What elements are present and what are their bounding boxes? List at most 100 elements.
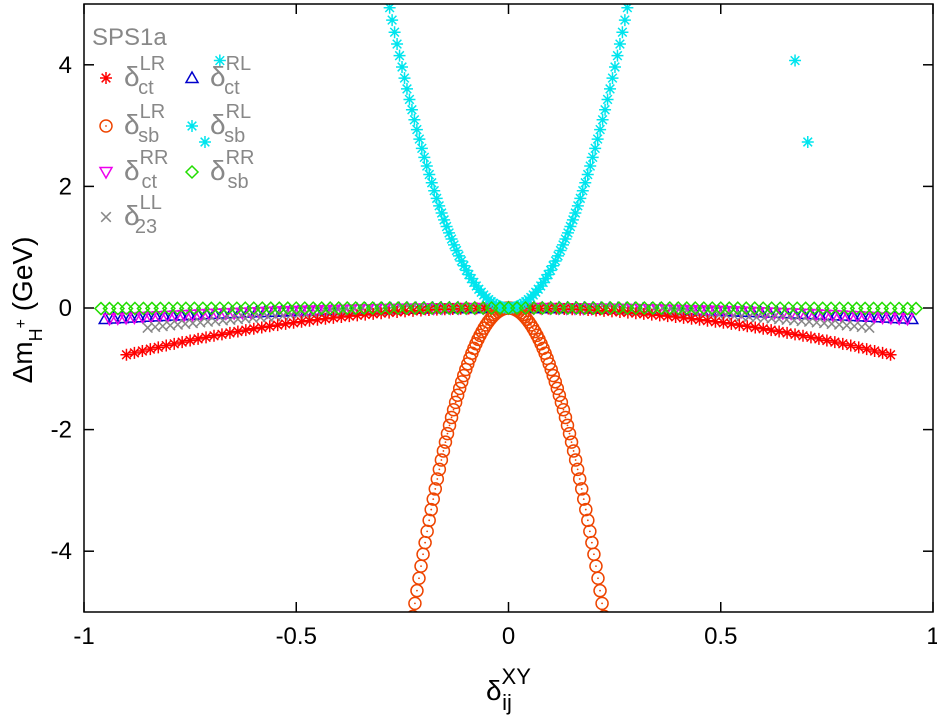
point-ct-rr	[808, 309, 824, 322]
point-sb-lr	[579, 502, 593, 517]
legend-marker-sb-rl	[186, 120, 198, 132]
point-ct-rr	[160, 310, 175, 324]
point-ct-lr	[343, 310, 356, 323]
point-sb-rl	[452, 249, 465, 262]
point-ct-lr	[327, 311, 340, 324]
point-ct-rr	[168, 310, 184, 323]
point-ct-lr	[860, 343, 873, 356]
point-sb-lr	[593, 583, 607, 598]
point-ct-lr	[836, 337, 849, 350]
point-ct-rl	[845, 308, 861, 322]
point-sb-rl	[425, 176, 438, 189]
point-sb-lr	[442, 418, 457, 433]
point-sb-rl	[599, 103, 612, 116]
point-ct-rr	[800, 308, 816, 322]
point-ct-lr	[152, 341, 165, 354]
point-ct-lr	[247, 322, 260, 335]
point-sb-rl	[440, 220, 453, 233]
point-sb-rl	[579, 176, 592, 189]
point-sb-rl	[574, 192, 587, 205]
legend-marker-ct-rr	[98, 166, 114, 180]
point-sb-lr	[422, 513, 436, 528]
point-ct-lr	[192, 332, 205, 345]
legend-title: SPS1a	[92, 24, 167, 51]
point-sb-rl	[413, 133, 426, 146]
point-sb-lr	[560, 418, 575, 433]
point-sb-rl	[606, 72, 619, 85]
point-sb-rl	[430, 192, 443, 205]
point-ct-lr	[717, 316, 730, 329]
point-ct-rl	[870, 309, 886, 323]
point-sb-rl	[542, 268, 555, 281]
point-sb-rl	[561, 226, 574, 239]
point-sb-rl	[586, 151, 599, 164]
point-sb-rl	[460, 264, 473, 277]
point-ct-lr	[876, 346, 889, 359]
point-ct-lr	[144, 343, 157, 356]
point-sb-lr	[574, 482, 589, 496]
point-sb-rl	[393, 49, 406, 62]
legend-marker-ct-rl	[184, 70, 200, 84]
point-sb-rl	[509, 300, 522, 313]
point-ct-lr	[812, 332, 825, 345]
point-sb-rl	[591, 133, 604, 146]
point-ct-lr	[669, 310, 682, 323]
point-sb-lr	[558, 410, 573, 425]
point-ct-lr	[136, 344, 149, 357]
point-sb-rl	[465, 272, 478, 285]
point-ct-rr	[135, 311, 151, 325]
point-ct-rl	[106, 311, 121, 324]
point-ct-lr	[359, 308, 372, 321]
point-sb-lr	[524, 318, 538, 332]
point-sb-lr	[434, 453, 449, 467]
point-sb-lr	[554, 395, 569, 410]
point-ct-lr	[303, 314, 316, 327]
point-sb-rl	[569, 206, 582, 219]
point-sb-rl	[552, 249, 565, 262]
point-sb-rl	[611, 49, 624, 62]
y-tick-label: 0	[59, 295, 72, 322]
point-sb-rl	[547, 259, 560, 272]
point-sb-rl	[564, 220, 577, 233]
point-sb-rl	[455, 254, 468, 267]
point-sb-lr	[562, 426, 577, 441]
point-ct-rr	[866, 311, 882, 325]
point-sb-lr	[426, 492, 440, 506]
point-sb-rl	[604, 82, 617, 95]
point-ct-rr	[850, 310, 865, 324]
point-sb-rl	[423, 168, 436, 181]
point-sb-lr	[583, 524, 597, 539]
point-sb-rl	[544, 264, 557, 277]
point-ct-lr	[828, 336, 841, 349]
point-sb-rl	[554, 244, 567, 257]
point-ct-rr	[201, 308, 217, 322]
point-sb-rl	[448, 238, 461, 251]
point-sb-rl	[198, 136, 211, 149]
point-ct-lr	[287, 316, 300, 329]
point-ct-lr	[709, 315, 722, 328]
point-ct-rl	[148, 308, 163, 322]
point-ct-lr	[319, 312, 332, 325]
point-ct-lr	[804, 331, 817, 344]
point-sb-lr	[420, 524, 434, 539]
point-ct-lr	[271, 319, 284, 332]
point-sb-lr	[412, 571, 426, 586]
point-sb-rl	[589, 142, 602, 155]
point-sb-lr	[446, 403, 461, 417]
point-ct-lr	[749, 321, 762, 334]
point-ct-rl	[887, 310, 903, 324]
plot-area	[93, 4, 924, 612]
point-sb-rl	[596, 113, 609, 126]
point-sb-rl	[400, 82, 413, 95]
point-sb-lr	[552, 388, 567, 402]
point-sb-rl	[549, 254, 562, 267]
point-sb-lr	[407, 609, 419, 612]
point-ct-lr	[215, 328, 228, 341]
point-sb-lr	[556, 403, 571, 417]
